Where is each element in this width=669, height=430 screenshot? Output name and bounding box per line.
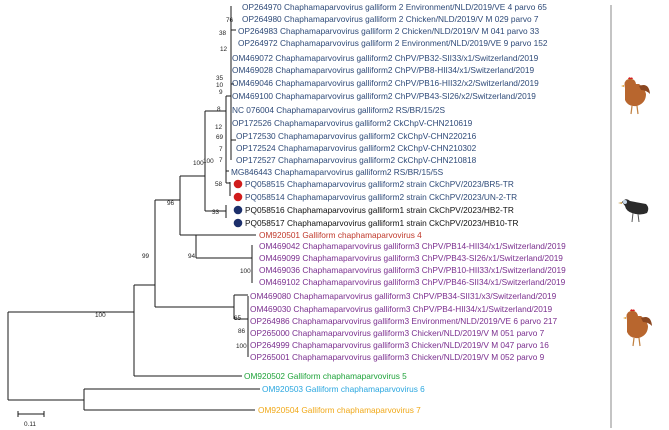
tip-markers [233, 179, 243, 228]
tip-label: OP264986 Chaphamaparvovirus galliform3 E… [250, 316, 558, 326]
tip-label: OP265000 Chaphamaparvovirus galliform3 C… [250, 328, 545, 338]
bootstrap-value: 38 [219, 30, 227, 37]
tip-label: OP264999 Chaphamaparvovirus galliform3 C… [250, 340, 549, 350]
bootstrap-value: 100 [193, 160, 204, 167]
tip-label: PQ058514 Chaphamaparvovirus galliform2 s… [245, 192, 517, 202]
bootstrap-value: 94 [188, 253, 196, 260]
bootstrap-value: 100 [203, 158, 214, 165]
tip-label: PQ058515 Chaphamaparvovirus galliform2 s… [245, 179, 514, 189]
scale-bar: 0.11 [17, 411, 45, 428]
tip-label: OM920502 Galliform chaphamaparvovirus 5 [244, 371, 407, 381]
bootstrap-value: 86 [238, 328, 246, 335]
tip-label: PQ058517 Chaphamaparvovirus galliform1 s… [245, 218, 518, 228]
bootstrap-value: 58 [215, 181, 223, 188]
bootstrap-value: 33 [212, 209, 220, 216]
tip-label: OM469042 Chaphamaparvovirus galliform3 C… [259, 241, 566, 251]
bootstrap-value: 7 [219, 146, 223, 153]
scale-bar-label: 0.11 [24, 421, 36, 428]
bootstrap-value: 100 [95, 312, 106, 319]
tip-label: OM469080 Chaphamaparvovirus galliform3 C… [250, 291, 557, 301]
bootstrap-value: 100 [236, 343, 247, 350]
tip-label: MG846443 Chaphamaparvovirus galliform2 R… [231, 167, 444, 177]
bootstrap-value: 9 [219, 89, 223, 96]
tip-labels: OP264970 Chaphamaparvovirus galliform 2 … [231, 2, 566, 415]
bootstrap-value: 65 [234, 315, 242, 322]
wild-bird-icon [618, 199, 649, 223]
tip-label: OM469030 Chaphamaparvovirus galliform3 C… [250, 304, 552, 314]
red-circle-marker [233, 192, 243, 202]
tip-label: OM469046 Chaphamaparvovirus galliform2 C… [232, 78, 539, 88]
tip-label: OP264972 Chaphamaparvovirus galliform 2 … [238, 38, 548, 48]
bootstrap-value: 8 [217, 106, 221, 113]
bootstrap-value: 69 [216, 134, 224, 141]
bootstrap-values: 76 38 12 35 10 9 8 12 69 7 7 100 100 58 … [95, 17, 251, 350]
tip-label: OP172524 Chaphamaparvovirus galliform2 C… [236, 143, 477, 153]
red-circle-marker [233, 179, 243, 189]
tip-label: OP172526 Chaphamaparvovirus galliform2 C… [232, 118, 473, 128]
tip-label: OP172530 Chaphamaparvovirus galliform2 C… [236, 131, 477, 141]
bootstrap-value: 10 [216, 82, 224, 89]
chicken-icon [623, 309, 652, 347]
navy-circle-marker [233, 218, 243, 228]
tip-label: PQ058516 Chaphamaparvovirus galliform1 s… [245, 205, 514, 215]
tip-label: OM469036 Chaphamaparvovirus galliform3 C… [259, 265, 566, 275]
bootstrap-value: 96 [167, 200, 175, 207]
chicken-icon [621, 77, 650, 115]
tip-label: OP172527 Chaphamaparvovirus galliform2 C… [236, 155, 477, 165]
navy-circle-marker [233, 205, 243, 215]
bootstrap-value: 99 [142, 253, 150, 260]
bootstrap-value: 76 [226, 17, 234, 24]
bootstrap-value: 35 [216, 75, 224, 82]
bootstrap-value: 12 [220, 46, 228, 53]
tip-label: OM920503 Galliform chaphamaparvovirus 6 [262, 384, 425, 394]
tip-label: OM469028 Chaphamaparvovirus galliform2 C… [232, 65, 534, 75]
tree-branches [7, 6, 260, 411]
tip-label: NC 076004 Chaphamaparvovirus galliform2 … [232, 105, 446, 115]
bootstrap-value: 100 [240, 268, 251, 275]
tip-label: OP264970 Chaphamaparvovirus galliform 2 … [242, 2, 547, 12]
bootstrap-value: 12 [215, 124, 223, 131]
tip-label: OM469072 Chaphamaparvovirus galliform2 C… [232, 53, 539, 63]
tip-label: OP264983 Chaphamaparvovirus galliform 2 … [238, 26, 540, 36]
tip-label: OM920501 Galliform chaphamaparvovirus 4 [259, 230, 422, 240]
tip-label: OP264980 Chaphamaparvovirus galliform 2 … [242, 14, 539, 24]
tip-label: OM920504 Galliform chaphamaparvovirus 7 [258, 405, 421, 415]
tip-label: OM469102 Chaphamaparvovirus galliform3 C… [259, 277, 566, 287]
tip-label: OP265001 Chaphamaparvovirus galliform3 C… [250, 352, 545, 362]
bootstrap-value: 7 [219, 157, 223, 164]
tip-label: OM469099 Chaphamaparvovirus galliform3 C… [259, 253, 563, 263]
tip-label: OM469100 Chaphamaparvovirus galliform2 C… [232, 91, 536, 101]
